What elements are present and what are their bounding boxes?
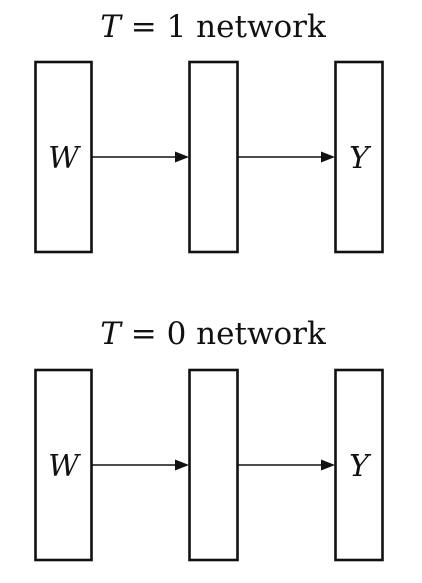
network-t0-hidden-layer [188,368,239,562]
network-t0-arrow-hidden-output [237,459,335,471]
network-t1: T = 1 network W Y [34,9,384,254]
network-t0: T = 0 network W Y [34,316,384,562]
network-t0-output-label: Y [349,449,372,484]
network-t1-arrow-hidden-output [237,151,335,163]
network-t1-title: T = 1 network [100,9,326,45]
network-t0-arrow-input-hidden [91,459,189,471]
network-t1-output-layer [334,60,384,254]
network-t1-title-var: T [100,9,123,45]
network-t1-arrow-input-hidden [91,151,189,163]
network-t1-input-layer [34,60,93,254]
network-t1-output-label: Y [349,141,372,176]
network-t0-title-var: T [100,316,123,352]
network-t0-title: T = 0 network [100,316,326,352]
network-t1-hidden-layer [188,60,239,254]
network-t1-input-label: W [48,141,81,176]
network-t0-title-text: = 0 network [121,316,326,352]
network-t0-input-label: W [48,449,81,484]
network-t0-input-layer [34,368,93,562]
network-t0-output-layer [334,368,384,562]
network-t1-title-text: = 1 network [121,9,326,45]
